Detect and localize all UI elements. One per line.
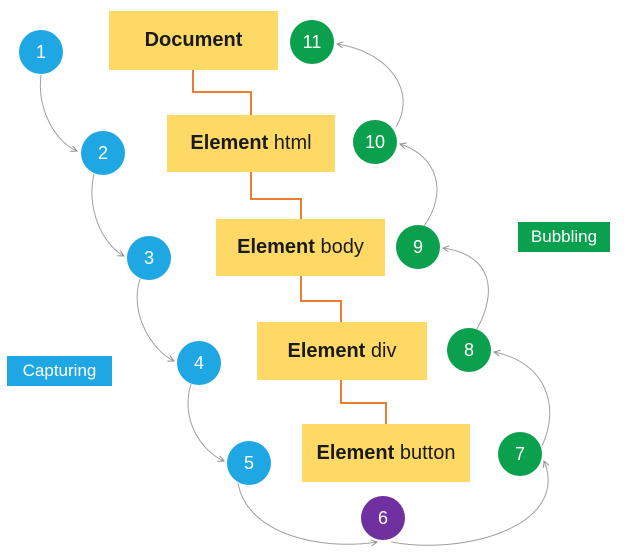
step-circle-8: 8	[447, 328, 491, 372]
capturing-arrow-3-4	[136, 278, 176, 362]
node-document-label: Document	[144, 29, 243, 51]
tree-connector-div-button	[340, 380, 387, 424]
node-element-html: Element html	[167, 115, 335, 172]
step-circle-5: 5	[227, 441, 271, 485]
node-element-html-label: Element	[190, 132, 269, 154]
step-circle-1: 1	[19, 30, 63, 74]
node-document: Document	[109, 11, 278, 70]
node-element-body-label: Element	[237, 236, 315, 258]
tree-connector-body-div	[300, 276, 342, 322]
tree-connector-html-body	[250, 172, 302, 219]
bubbling-arrow-8-9	[441, 245, 489, 330]
node-element-button: Element button	[302, 424, 470, 482]
capturing-arrow-5-6	[237, 482, 379, 547]
capturing-arrow-4-5	[187, 383, 226, 462]
step-circle-4: 4	[177, 341, 221, 385]
step-circle-7: 7	[498, 432, 542, 476]
tree-connector-document-html	[192, 70, 252, 115]
bubbling-phase-label: Bubbling	[518, 222, 610, 252]
capturing-arrow-2-3	[91, 173, 125, 257]
bubbling-arrow-7-8	[492, 349, 551, 447]
step-circle-6: 6	[361, 496, 405, 540]
step-circle-10: 10	[353, 120, 397, 164]
step-circle-11: 11	[290, 20, 334, 64]
capturing-arrow-1-2	[39, 74, 79, 152]
step-circle-9: 9	[396, 225, 440, 269]
node-element-body: Element body	[216, 219, 385, 276]
step-circle-3: 3	[127, 236, 171, 280]
step-circle-2: 2	[81, 131, 125, 175]
node-element-button-label: Element	[316, 441, 395, 464]
bubbling-arrow-6-7	[390, 459, 550, 546]
node-element-div-label: Element	[287, 339, 366, 362]
node-element-div: Element div	[257, 322, 427, 380]
capturing-phase-label: Capturing	[7, 356, 112, 386]
bubbling-arrow-10-11	[335, 41, 404, 128]
bubbling-arrow-9-10	[398, 142, 438, 227]
